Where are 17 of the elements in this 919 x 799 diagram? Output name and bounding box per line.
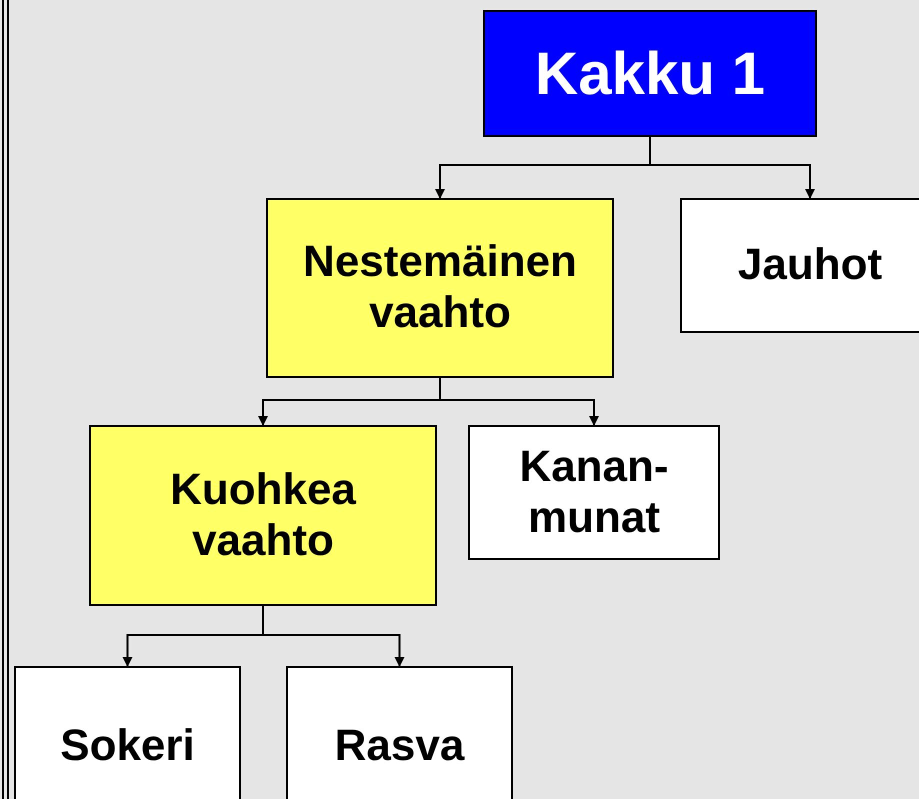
process-box [286, 666, 513, 799]
process-box [483, 10, 817, 137]
arrow [262, 606, 404, 667]
box-label: Kanan- munat [518, 442, 670, 544]
box-label: Kuohkea vaahto [169, 464, 358, 566]
process-box [680, 198, 919, 333]
process-box [14, 666, 241, 799]
process-box [266, 198, 614, 378]
process-box [89, 425, 437, 606]
arrow [439, 378, 599, 426]
box-label: Rasva [334, 720, 464, 772]
box-label: Kakku 1 [534, 39, 766, 108]
box-label: Sokeri [60, 720, 195, 772]
box-label: Nestemäinen vaahto [302, 237, 578, 339]
box-label: Jauhot [738, 240, 882, 291]
arrow [649, 137, 815, 199]
process-box [468, 425, 720, 560]
